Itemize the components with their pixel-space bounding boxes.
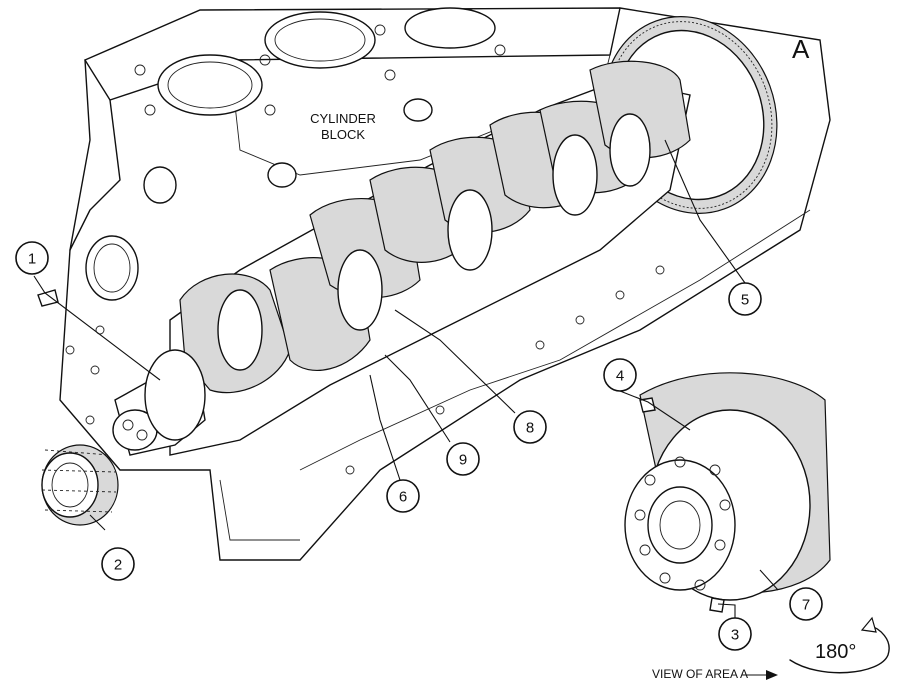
rotation-indicator: 180° [789, 616, 890, 674]
area-a-letter: A [792, 34, 810, 64]
callout-6: 6 [386, 479, 420, 513]
callout-1: 1 [15, 241, 49, 275]
callout-3: 3 [718, 617, 752, 651]
callout-7-number: 7 [802, 597, 810, 614]
caption-arrow-head [766, 670, 778, 680]
view-caption: VIEW OF AREA A [652, 667, 778, 681]
callout-5: 5 [728, 282, 762, 316]
view-of-area-label: VIEW OF AREA A [652, 667, 748, 681]
leader-lines [33, 139, 779, 622]
callout-9-number: 9 [459, 452, 467, 469]
callout-1-number: 1 [28, 251, 36, 268]
callout-8-number: 8 [526, 420, 534, 437]
callout-2-number: 2 [114, 557, 122, 574]
callout-2: 2 [101, 547, 135, 581]
callout-9: 9 [446, 442, 480, 476]
callout-4: 4 [603, 358, 637, 392]
callout-5-number: 5 [741, 292, 749, 309]
callout-8: 8 [513, 410, 547, 444]
cylinder-label-line1: CYLINDER [310, 111, 376, 126]
callout-3-number: 3 [731, 627, 739, 644]
rotation-arrow-icon [789, 624, 890, 674]
callout-7: 7 [789, 587, 823, 621]
area-a-detail-view [624, 372, 831, 613]
rotation-degrees: 180° [815, 641, 856, 663]
cylinder-block-label: CYLINDER BLOCK [310, 111, 376, 142]
callout-6-number: 6 [399, 489, 407, 506]
woodruff-key [37, 289, 59, 307]
crankshaft [112, 60, 691, 456]
crankshaft-gear [41, 444, 119, 526]
cylinder-label-line2: BLOCK [321, 127, 365, 142]
callout-4-number: 4 [616, 368, 624, 385]
rotation-arrow-head [860, 616, 877, 633]
